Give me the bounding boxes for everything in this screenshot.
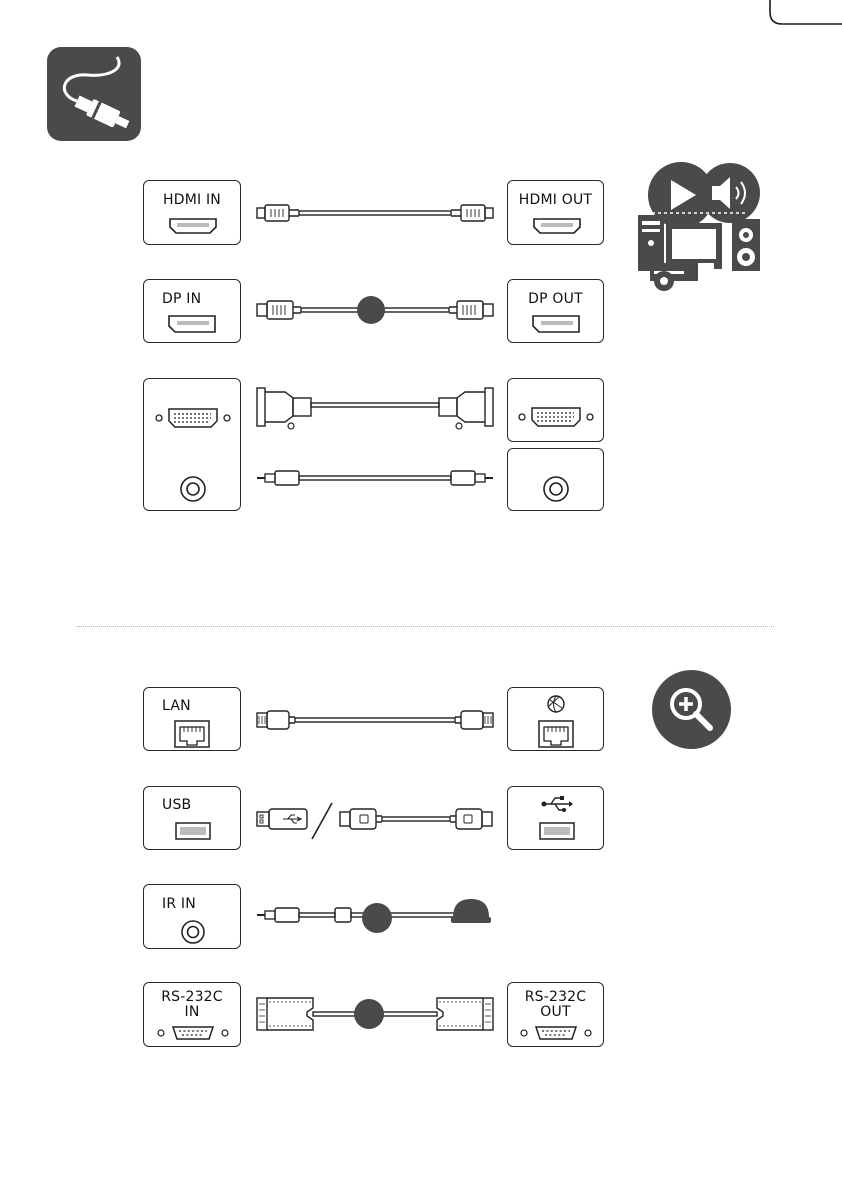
displayport-connector-icon (531, 314, 581, 334)
ir-in-port: IR IN (143, 884, 241, 949)
audio-jack-icon (542, 475, 570, 503)
hdmi-cable-icon (255, 200, 495, 226)
audio-jack-icon (179, 475, 207, 503)
dvi-cable-icon (255, 384, 495, 430)
hdmi-in-label: HDMI IN (144, 193, 240, 208)
rs232c-out-label: RS-232C OUT (508, 990, 603, 1020)
usb-in-port: USB (143, 786, 241, 850)
dp-out-label: DP OUT (508, 292, 603, 307)
cable-marker-icon (357, 296, 385, 324)
rs232c-cable-icon (255, 992, 495, 1036)
dvi-out-port (507, 378, 604, 442)
lan-out-port (507, 687, 604, 751)
hdmi-out-label: HDMI OUT (508, 193, 603, 208)
cable-marker-icon (362, 903, 392, 933)
lan-cable-icon (255, 707, 495, 733)
usb-out-port (507, 786, 604, 850)
hdmi-connector-icon (168, 217, 218, 235)
hdmi-in-port: HDMI IN (143, 180, 241, 245)
rj45-port-icon (173, 719, 211, 749)
audio-cable-icon (255, 468, 495, 488)
usb-flash-drive-icon (255, 806, 311, 832)
rs232c-out-port: RS-232C OUT (507, 982, 604, 1047)
rs232c-in-port: RS-232C IN (143, 982, 241, 1047)
displayport-cable-icon (255, 296, 495, 326)
db9-connector-icon (157, 1025, 229, 1041)
cable-plug-icon (47, 47, 141, 141)
slash-separator-icon (310, 801, 334, 841)
usb-port-icon (539, 822, 575, 840)
displayport-connector-icon (167, 314, 217, 334)
page-corner-mark (0, 0, 842, 40)
usb-symbol-icon (541, 796, 573, 812)
lan-in-label: LAN (144, 699, 240, 714)
hdmi-connector-icon (532, 217, 582, 235)
usb-cable-icon (338, 806, 494, 832)
audio-out-port (507, 448, 604, 511)
dp-in-label: DP IN (144, 292, 240, 307)
dvi-connector-icon (518, 406, 594, 428)
hdmi-out-port: HDMI OUT (507, 180, 604, 245)
dp-in-port: DP IN (143, 279, 241, 343)
magnifier-plus-icon (652, 670, 731, 749)
play-speaker-devices-icon (636, 163, 762, 288)
lan-in-port: LAN (143, 687, 241, 751)
cable-marker-icon (354, 999, 384, 1029)
dvi-audio-in-port (143, 378, 241, 511)
ir-in-label: IR IN (144, 897, 240, 912)
network-globe-icon (546, 694, 566, 714)
ir-jack-icon (180, 919, 206, 945)
section-divider (76, 626, 774, 627)
rj45-port-icon (537, 719, 575, 749)
ir-receiver-cable-icon (255, 896, 495, 940)
dp-out-port: DP OUT (507, 279, 604, 343)
db9-connector-icon (520, 1025, 592, 1041)
usb-in-label: USB (144, 798, 240, 813)
rs232c-in-label: RS-232C IN (144, 990, 240, 1020)
dvi-connector-icon (155, 407, 231, 429)
usb-port-icon (175, 822, 211, 840)
